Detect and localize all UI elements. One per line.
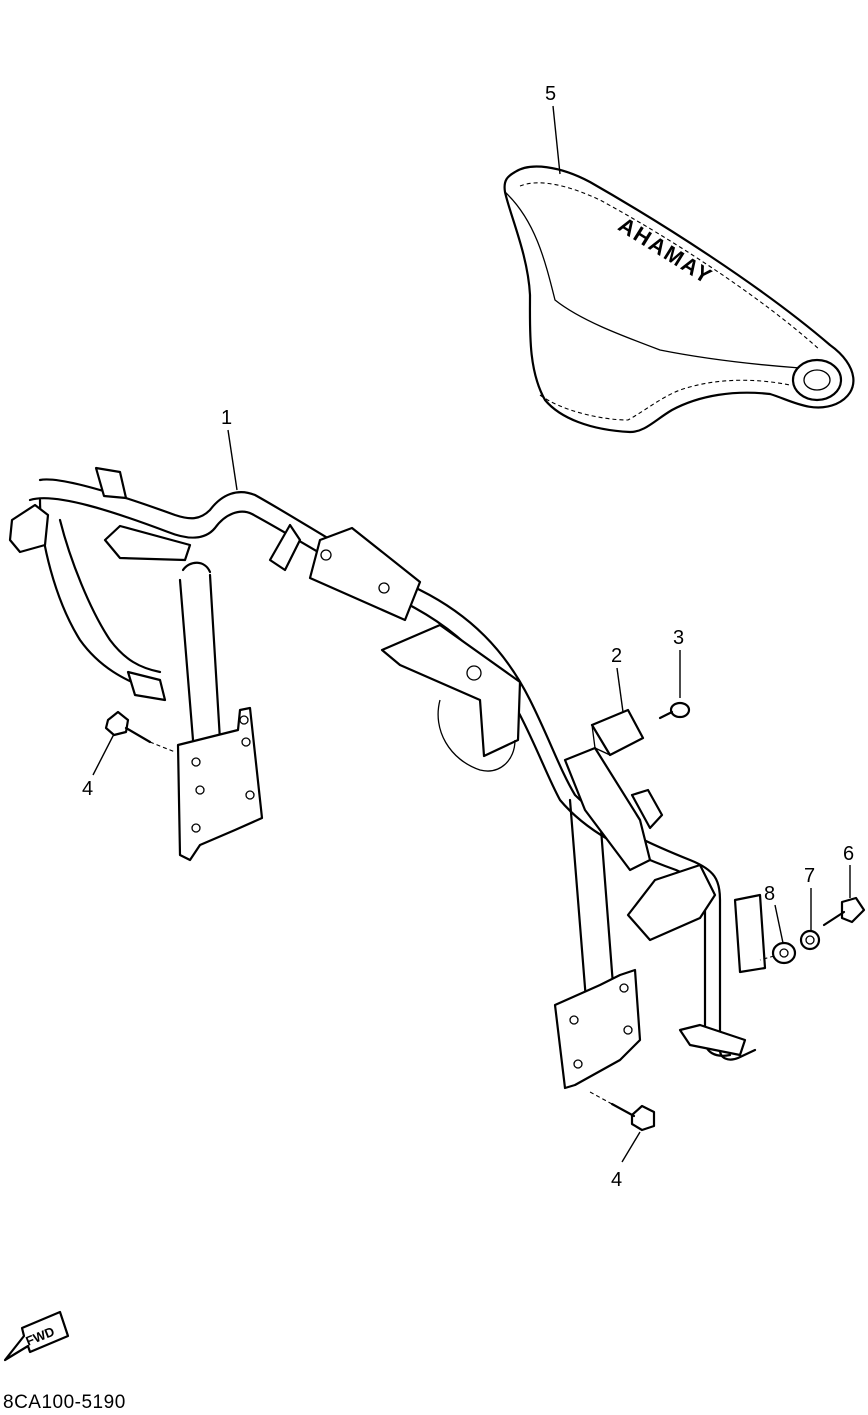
frame-assembly [8,466,767,1090]
figure-code: 8CA100-5190 [3,1392,126,1413]
callout-4a: 4 [82,778,93,800]
callout-7: 7 [804,865,815,887]
callout-3: 3 [673,627,684,649]
washer-part-8 [771,941,797,965]
bolt-lower-right [610,1102,656,1132]
callout-4b: 4 [611,1169,622,1191]
callout-5: 5 [545,83,556,105]
bolt-part-6 [822,896,866,927]
screw-part [658,701,691,720]
callout-6: 6 [843,843,854,865]
fwd-arrow-icon: FWD [3,1310,70,1362]
clip-part [590,708,645,757]
bolt-upper-left [104,710,152,744]
spring-washer-part-7 [799,929,821,951]
callout-2: 2 [611,645,622,667]
callout-1: 1 [221,407,232,429]
seat-cushion: YAMAHA [503,165,855,434]
leader-lines [92,105,851,1163]
callout-8: 8 [764,883,775,905]
